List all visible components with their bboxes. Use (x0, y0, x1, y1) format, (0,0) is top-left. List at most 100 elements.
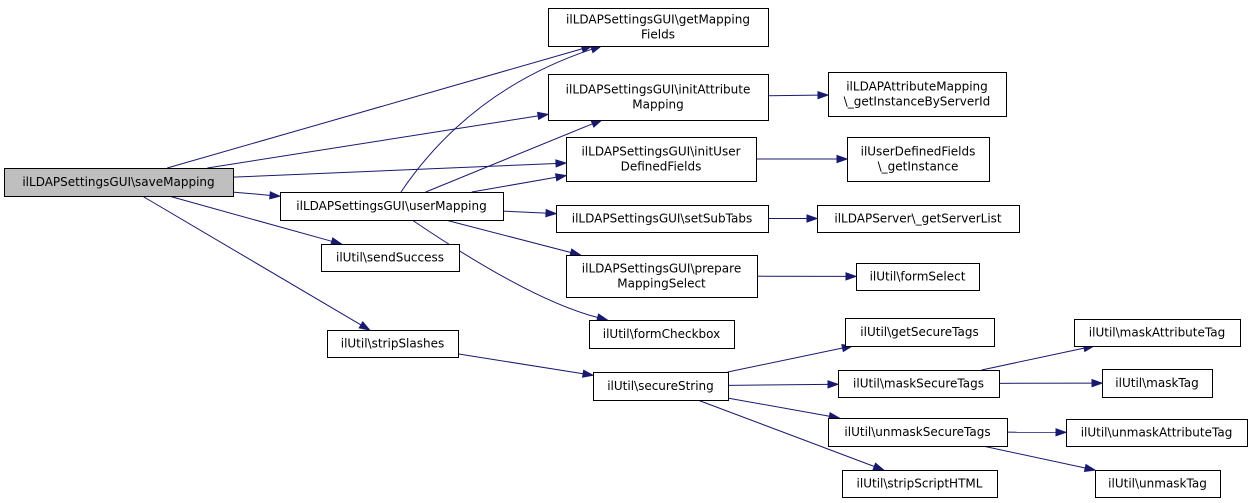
node-get-server-list[interactable]: ilLDAPServer\_getServerList (817, 205, 1020, 233)
node-label: ilUtil\sendSuccess (336, 251, 444, 265)
node-label: ilLDAPSettingsGUI\initUser (581, 145, 740, 159)
call-edge-unmask-secure-tags-to-unmask-attribute-tag (1006, 428, 1068, 437)
node-user-mapping[interactable]: ilLDAPSettingsGUI\userMapping (280, 192, 504, 221)
node-label: ilUtil\unmaskAttributeTag (1081, 426, 1233, 440)
node-label: ilLDAPSettingsGUI\saveMapping (22, 175, 214, 189)
node-box (828, 418, 1008, 447)
node-label: ilUtil\stripScriptHTML (857, 477, 983, 491)
node-secure-string[interactable]: ilUtil\secureString (593, 372, 729, 401)
node-label: ilUserDefinedFields (861, 145, 976, 159)
node-box (321, 244, 460, 272)
call-edge-save-mapping-to-init-attribute-mapping (207, 111, 550, 169)
arrowhead-icon (836, 154, 849, 164)
call-edge-user-mapping-to-init-attribute-mapping (425, 119, 604, 193)
arrowhead-icon (536, 111, 550, 121)
node-label: ilUtil\stripSlashes (341, 337, 445, 351)
node-label: ilLDAPSettingsGUI\prepare (582, 262, 741, 276)
arrowhead-icon (827, 380, 840, 389)
node-label: ilLDAPAttributeMapping (846, 80, 988, 94)
node-label: ilUtil\getSecureTags (860, 325, 978, 339)
node-label: MappingSelect (617, 277, 706, 291)
call-edge-secure-string-to-unmask-secure-tags (727, 397, 841, 421)
call-edge-strip-slashes-to-secure-string (457, 353, 595, 378)
node-label: Fields (641, 28, 675, 42)
call-edge-save-mapping-to-send-success (168, 195, 343, 246)
node-label: Mapping (632, 98, 684, 112)
node-label: ilUtil\unmaskTag (1108, 477, 1207, 491)
node-box (847, 137, 990, 182)
arrowhead-icon (1083, 463, 1097, 472)
node-box (566, 137, 757, 182)
node-box (817, 205, 1020, 233)
node-box (589, 320, 735, 349)
node-box (1095, 470, 1221, 498)
call-edge-unmask-secure-tags-to-unmask-tag (982, 445, 1097, 472)
node-label: ilLDAPSettingsGUI\setSubTabs (572, 212, 752, 226)
call-edge-init-user-defined-fields-to-udf-get-instance (756, 154, 849, 164)
node-box (1102, 369, 1213, 398)
node-unmask-tag[interactable]: ilUtil\unmaskTag (1095, 470, 1221, 498)
call-edge-secure-string-to-mask-secure-tags (727, 380, 840, 389)
node-set-sub-tabs[interactable]: ilLDAPSettingsGUI\setSubTabs (556, 205, 769, 233)
call-edge-set-sub-tabs-to-get-server-list (768, 214, 819, 223)
node-mask-secure-tags[interactable]: ilUtil\maskSecureTags (838, 370, 1000, 398)
arrowhead-icon (581, 369, 595, 378)
node-box (838, 370, 1000, 398)
node-label: DefinedFields (621, 160, 702, 174)
node-get-instance-by-server-id[interactable]: ilLDAPAttributeMapping\_getInstanceBySer… (828, 72, 1007, 117)
node-strip-script-html[interactable]: ilUtil\stripScriptHTML (842, 470, 998, 498)
node-box (842, 470, 998, 498)
node-label: ilUtil\unmaskSecureTags (844, 425, 990, 439)
node-box (548, 8, 769, 47)
node-unmask-secure-tags[interactable]: ilUtil\unmaskSecureTags (828, 418, 1008, 447)
node-form-select[interactable]: ilUtil\formSelect (856, 263, 980, 291)
call-edge-secure-string-to-strip-script-html (697, 399, 886, 471)
node-form-checkbox[interactable]: ilUtil\formCheckbox (589, 320, 735, 349)
arrowhead-icon (555, 159, 568, 168)
node-box (845, 318, 995, 347)
node-box (4, 168, 234, 197)
node-mask-attribute-tag[interactable]: ilUtil\maskAttributeTag (1074, 319, 1241, 347)
node-label: \_getInstance (878, 160, 959, 174)
arrowhead-icon (806, 214, 819, 223)
function-nodes: ilLDAPSettingsGUI\saveMapping ilLDAPSetti… (4, 8, 1248, 498)
node-box (828, 72, 1007, 117)
node-save-mapping[interactable]: ilLDAPSettingsGUI\saveMapping (4, 168, 234, 197)
node-unmask-attribute-tag[interactable]: ilUtil\unmaskAttributeTag (1066, 419, 1248, 447)
arrowhead-icon (330, 237, 343, 246)
node-strip-slashes[interactable]: ilUtil\stripSlashes (327, 330, 459, 358)
node-label: ilUtil\secureString (607, 379, 714, 393)
node-box (556, 205, 769, 233)
call-edge-save-mapping-to-init-user-defined-fields (232, 159, 568, 178)
node-label: \_getInstanceByServerId (844, 95, 991, 109)
call-edge-mask-secure-tags-to-mask-tag (998, 378, 1104, 388)
node-get-secure-tags[interactable]: ilUtil\getSecureTags (845, 318, 995, 347)
node-label: ilUtil\maskSecureTags (853, 377, 984, 391)
node-box (593, 372, 729, 401)
node-label: ilUtil\maskAttributeTag (1089, 326, 1225, 340)
arrowhead-icon (872, 462, 886, 471)
node-label: ilLDAPSettingsGUI\getMapping (566, 13, 750, 27)
call-edge-init-attribute-mapping-to-get-instance-by-server-id (767, 90, 830, 100)
node-mask-tag[interactable]: ilUtil\maskTag (1102, 369, 1213, 398)
call-edge-save-mapping-to-user-mapping (232, 191, 282, 200)
arrowhead-icon (269, 191, 282, 200)
call-edge-mask-secure-tags-to-mask-attribute-tag (981, 344, 1096, 371)
node-label: ilLDAPSettingsGUI\initAttribute (566, 83, 751, 97)
arrowhead-icon (358, 321, 371, 331)
node-send-success[interactable]: ilUtil\sendSuccess (321, 244, 460, 272)
node-box (1074, 319, 1241, 347)
node-udf-get-instance[interactable]: ilUserDefinedFields\_getInstance (847, 137, 990, 182)
call-edge-user-mapping-to-set-sub-tabs (502, 208, 558, 218)
arrowhead-icon (845, 272, 858, 281)
arrowhead-icon (596, 313, 609, 322)
arrowhead-icon (1055, 428, 1068, 437)
node-label: ilLDAPSettingsGUI\userMapping (296, 199, 486, 213)
call-edge-prepare-mapping-select-to-form-select (756, 272, 858, 281)
arrowhead-icon (545, 208, 558, 218)
